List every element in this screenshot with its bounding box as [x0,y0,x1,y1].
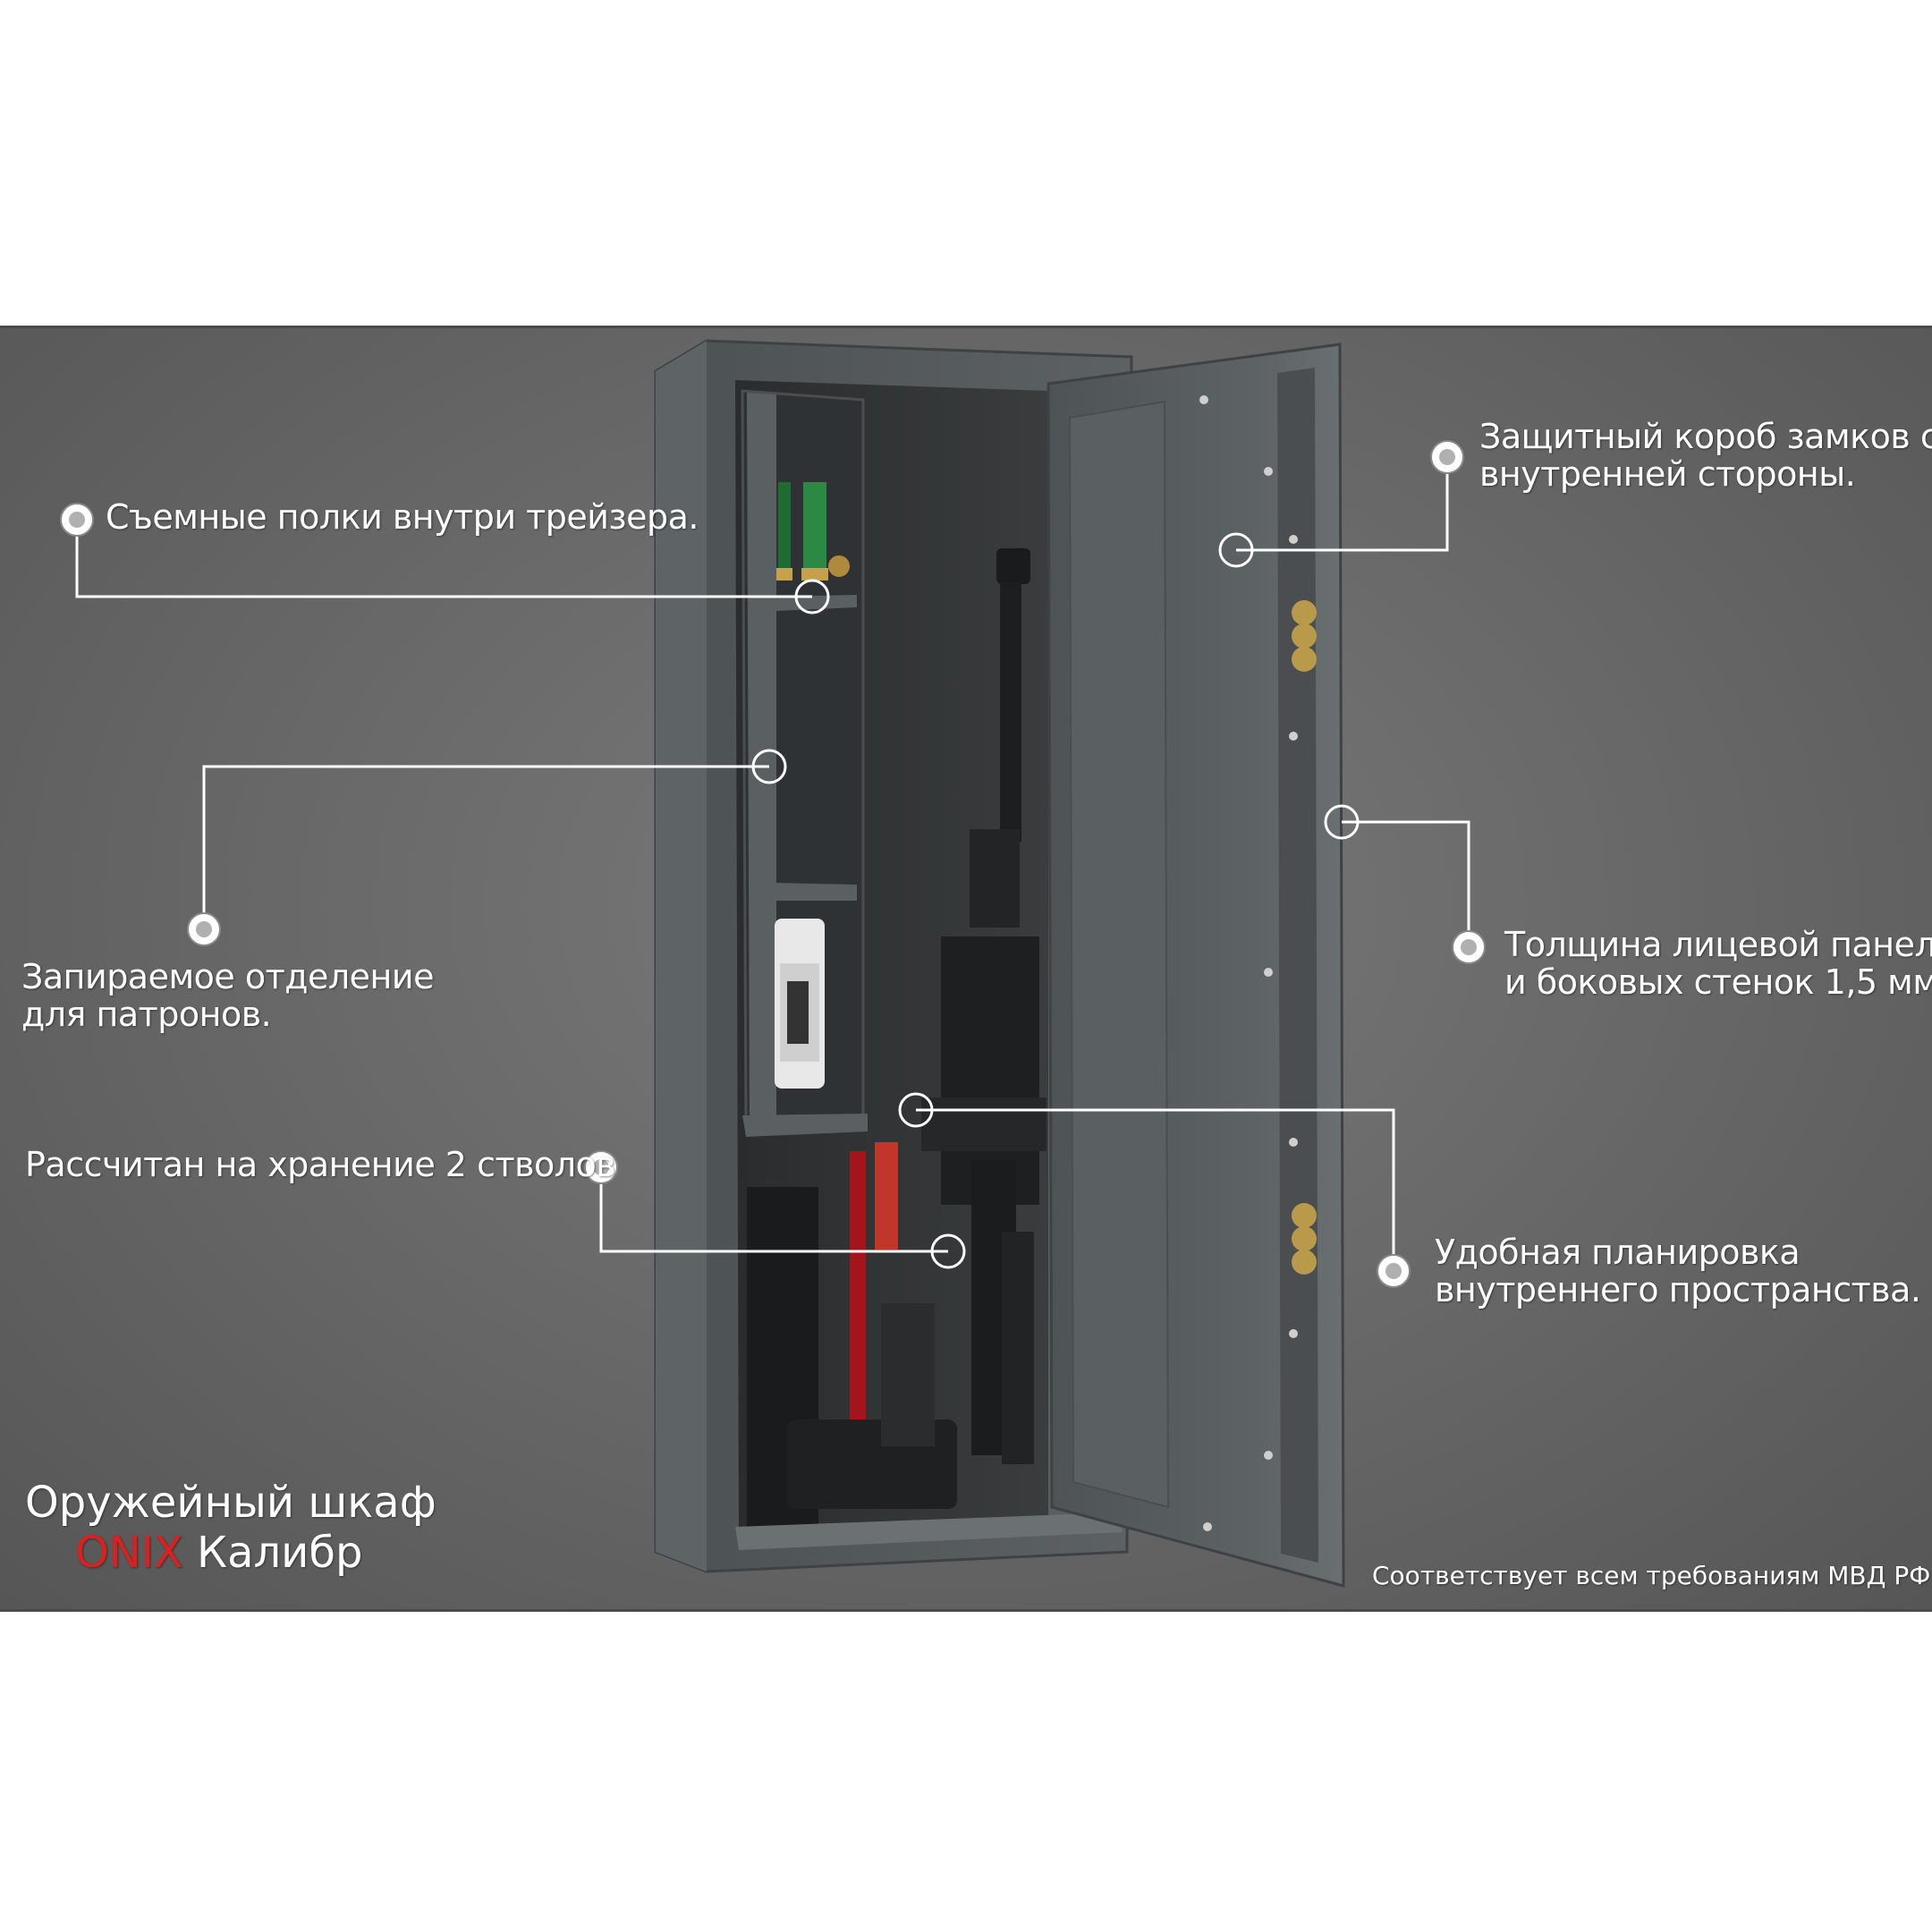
callout-text: Удобная планировка [1435,1233,1801,1272]
lock-bolts [1292,600,1317,1275]
callout-text: для патронов. [21,995,272,1034]
oil-can [775,919,825,1089]
shotgun-shells [776,482,850,580]
callout-text: Защитный короб замков с [1479,417,1932,456]
shelf [776,883,857,901]
gun-safe-illustration [60,339,1486,1588]
safe-body [654,339,1133,1573]
shelf [742,1114,868,1137]
callout-markers [60,440,1486,1288]
callout-barrel-capacity: Рассчитан на хранение 2 стволов [25,1145,616,1184]
callout-interior-layout: Удобная планировка внутреннего пространс… [1435,1233,1921,1309]
product-name: ONIX Калибр [75,1528,362,1578]
callout-text: Толщина лицевой панели [1504,925,1932,964]
callout-text: Запираемое отделение [21,957,434,996]
callout-text: внутреннего пространства. [1435,1270,1921,1309]
callout-text: внутренней стороны. [1479,454,1856,494]
callout-removable-shelves: Съемные полки внутри трейзера. [106,498,699,536]
callout-lock-box: Защитный короб замков с внутренней сторо… [1479,418,1932,493]
model-name: Калибр [197,1528,363,1578]
callout-text: и боковых стенок 1,5 мм. [1504,962,1932,1002]
callout-lines [75,457,1470,1271]
product-banner: Съемные полки внутри трейзера. Защитный … [0,326,1932,1612]
callout-panel-thickness: Толщина лицевой панели и боковых стенок … [1504,926,1932,1001]
cleaning-kit [747,1142,957,1527]
rifle [921,548,1046,1464]
product-title: Оружейный шкаф [25,1478,436,1528]
brand-logo-onix: ONIX [75,1528,183,1578]
callout-text: Рассчитан на хранение 2 стволов [25,1145,616,1184]
callout-ammo-compartment: Запираемое отделение для патронов. [21,958,434,1033]
compliance-note: Соответствует всем требованиям МВД РФ. [1372,1561,1932,1590]
callout-text: Съемные полки внутри трейзера. [106,497,699,537]
safe-door [1046,343,1345,1588]
